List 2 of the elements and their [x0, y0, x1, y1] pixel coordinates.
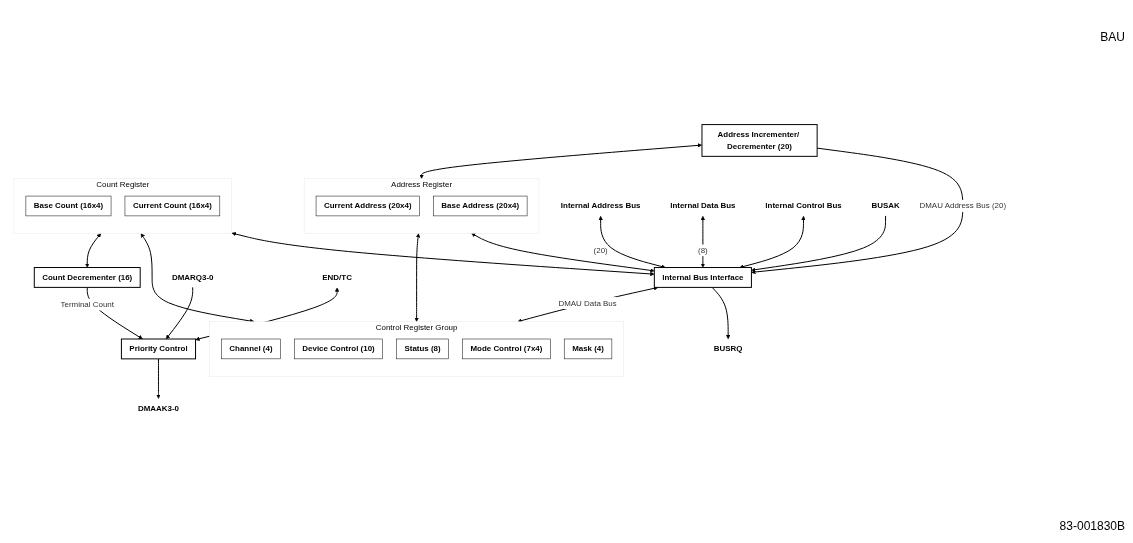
brace-label: BAU	[1100, 30, 1125, 44]
figure-number: 83-001830B	[1059, 519, 1125, 533]
